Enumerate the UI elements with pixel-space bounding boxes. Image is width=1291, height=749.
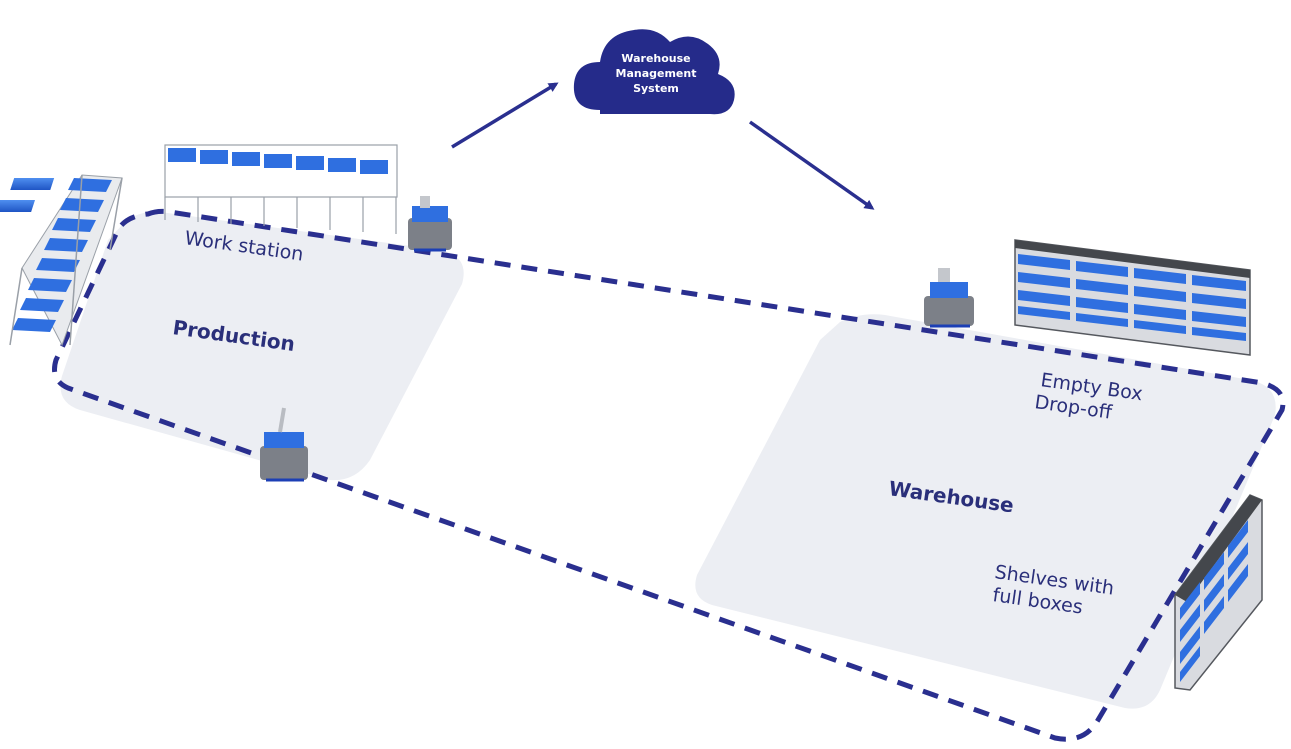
arrow-to-wms: [451, 82, 559, 149]
warehouse-zone: [695, 314, 1276, 709]
cloud-label-line3: System: [633, 82, 679, 95]
agv-robot-production-icon: [260, 407, 308, 482]
bottom-right-shelf-rack-icon: [1174, 494, 1263, 691]
arrow-from-wms: [748, 120, 875, 210]
agv-route-loop: [52, 208, 1286, 742]
top-shelf-rack-icon: [164, 144, 398, 234]
agv-robot-workstation-icon: [408, 196, 452, 252]
wms-cloud-icon: [573, 29, 735, 115]
cloud-label-line1: Warehouse: [621, 52, 690, 65]
agv-robot-dropoff-icon: [924, 268, 974, 328]
production-zone: [60, 211, 464, 481]
cloud-label-line2: Management: [616, 67, 697, 80]
right-shelf-rack-icon: [1014, 239, 1251, 356]
left-shelf-rack-icon: [0, 174, 123, 347]
